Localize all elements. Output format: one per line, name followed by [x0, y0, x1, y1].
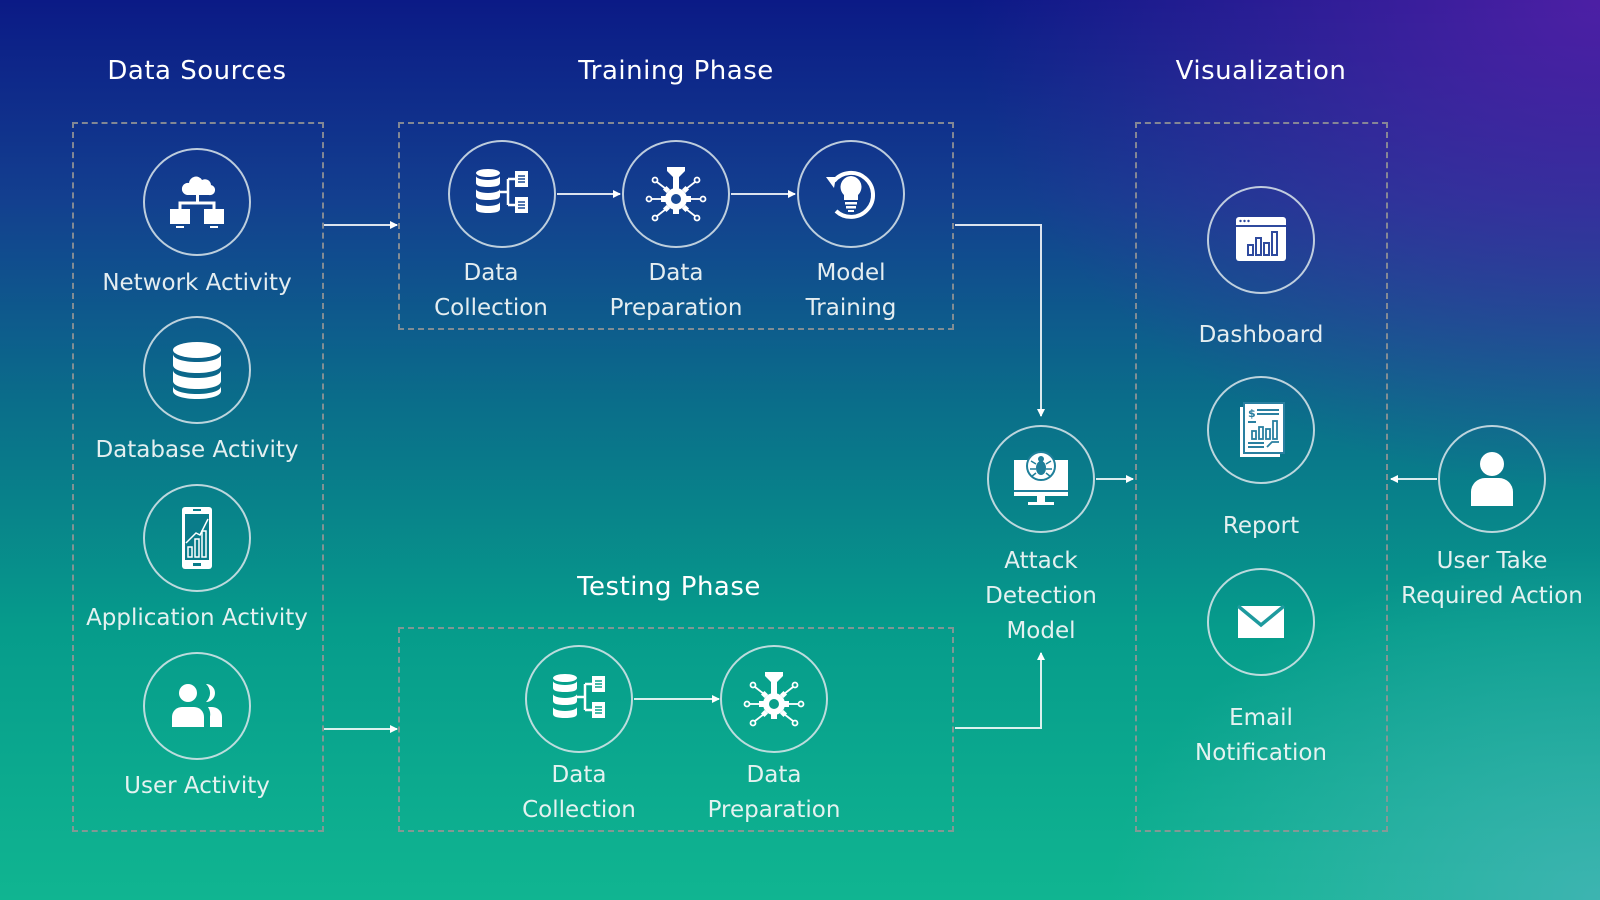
- training-phase-group: [398, 122, 954, 330]
- training-data-collection-node: [448, 140, 556, 248]
- data-sources-title: Data Sources: [107, 56, 287, 86]
- data-sources-group: [72, 122, 324, 832]
- network-activity-label: Network Activity: [102, 270, 292, 296]
- network-activity-node: [143, 148, 251, 256]
- email-notification-node: [1207, 568, 1315, 676]
- report-node: $: [1207, 376, 1315, 484]
- report-label: Report: [1222, 513, 1300, 539]
- email-icon: [1236, 604, 1286, 638]
- testing-data-preparation-node: [720, 645, 828, 753]
- testing-phase-title: Testing Phase: [577, 572, 761, 602]
- data-preparation-icon: [645, 167, 707, 222]
- mobile-chart-icon: [182, 507, 212, 569]
- application-activity-node: [143, 484, 251, 592]
- database-activity-node: [143, 316, 251, 424]
- database-icon: [173, 342, 221, 399]
- model-training-node: [797, 140, 905, 248]
- data-collection-icon: [476, 169, 528, 213]
- user-action-node: [1438, 425, 1546, 533]
- dashboard-icon: [1236, 217, 1286, 261]
- user-activity-node: [143, 652, 251, 760]
- svg-text:$: $: [1248, 407, 1256, 420]
- users-icon: [172, 684, 222, 727]
- data-preparation-icon: [743, 672, 805, 727]
- model-training-icon: [826, 170, 876, 219]
- data-collection-icon: [553, 674, 605, 718]
- application-activity-label: Application Activity: [86, 605, 308, 631]
- arrow-testing-to-model: [955, 652, 1045, 729]
- visualization-group: [1135, 122, 1388, 832]
- bug-monitor-icon: [1014, 451, 1068, 505]
- database-activity-label: Database Activity: [95, 437, 299, 463]
- user-activity-label: User Activity: [124, 773, 270, 799]
- training-phase-title: Training Phase: [578, 56, 774, 86]
- report-icon: $: [1240, 402, 1285, 457]
- testing-data-collection-node: [525, 645, 633, 753]
- arrow-training-to-model: [955, 224, 1045, 417]
- network-icon: [170, 176, 224, 228]
- visualization-title: Visualization: [1175, 56, 1347, 86]
- training-data-preparation-node: [622, 140, 730, 248]
- testing-phase-group: [398, 627, 954, 832]
- attack-detection-model-node: [987, 425, 1095, 533]
- user-icon: [1471, 452, 1513, 506]
- dashboard-node: [1207, 186, 1315, 294]
- dashboard-label: Dashboard: [1198, 322, 1324, 348]
